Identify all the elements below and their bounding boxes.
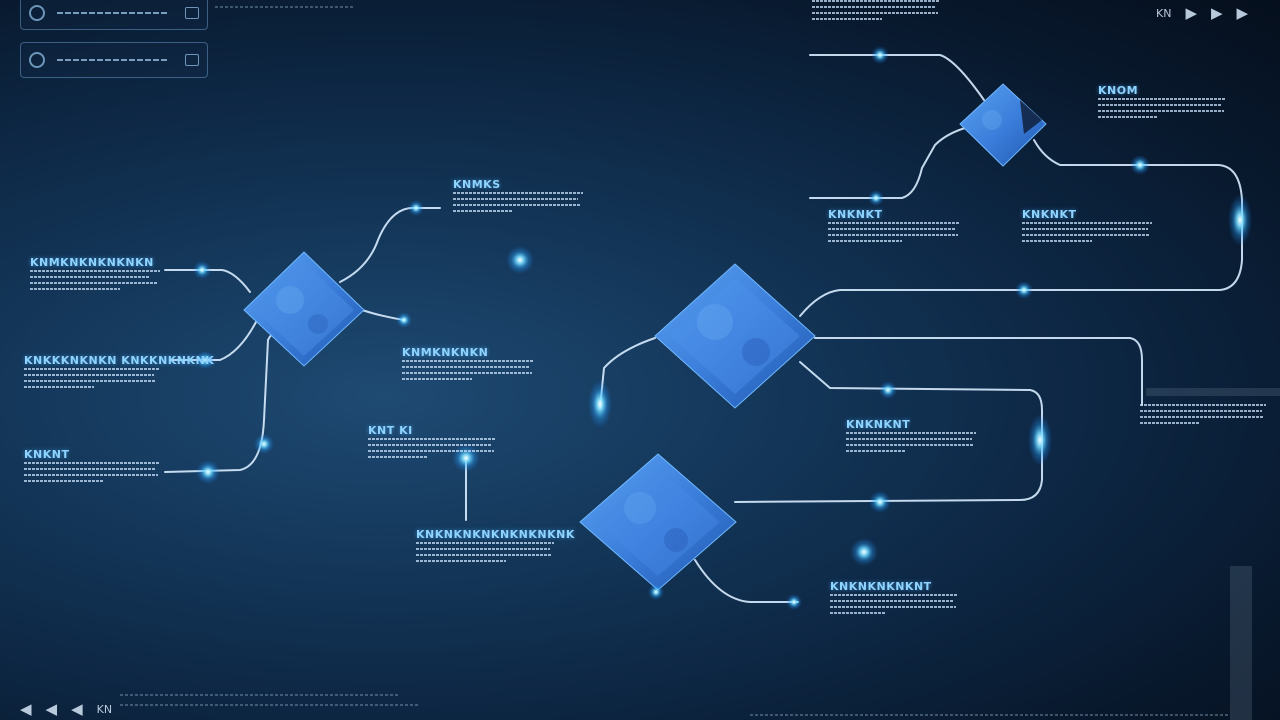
play-icon[interactable]: ▶: [1185, 4, 1197, 22]
connector: [169, 321, 257, 361]
label-text-lines: [368, 438, 496, 462]
glow-dot: [879, 381, 897, 399]
bottom-rule: [120, 704, 420, 706]
right-side-strip: [1146, 388, 1280, 396]
node-top-right: [959, 83, 1047, 167]
label-text-lines: [453, 192, 583, 216]
diamond-node: [654, 263, 816, 409]
glow-dot: [588, 380, 612, 428]
label-text-lines: [812, 0, 940, 24]
connector: [809, 54, 985, 101]
glow-dot: [196, 351, 214, 369]
rewind-icon[interactable]: ◀: [45, 700, 58, 718]
play-icon[interactable]: ▶: [1236, 4, 1249, 22]
label-text-lines: [1022, 222, 1152, 246]
glow-dot: [1228, 194, 1252, 246]
connector: [164, 269, 251, 293]
label-text-lines: [402, 360, 534, 384]
connector: [599, 337, 656, 409]
label-title: KNKNKT: [1022, 208, 1077, 221]
glow-dot: [871, 46, 889, 64]
label-title: KNMKNKNKN: [402, 346, 489, 359]
glow-dot: [648, 584, 664, 600]
glow-dot: [868, 190, 884, 206]
label-text-lines: [1098, 98, 1226, 122]
panel-bar: [57, 59, 167, 61]
ring-icon: [29, 5, 45, 21]
glow-dot: [193, 261, 211, 279]
label-text-lines: [24, 462, 159, 486]
label-text-lines: [830, 594, 958, 618]
play-icon[interactable]: ▶: [1211, 4, 1223, 22]
glow-dot: [1130, 155, 1150, 175]
bottom-left-controls: ◀ ◀ ◀ KN: [20, 700, 112, 718]
label-title: KNKNKNKNKNKNKNKNK: [416, 528, 575, 541]
label-title: KNKKKNKNKN KNKKNKNKNK: [24, 354, 215, 367]
right-side-bar: [1230, 566, 1252, 720]
glow-dot: [1028, 414, 1052, 466]
connector: [734, 361, 1043, 503]
label-title: KNMKS: [453, 178, 501, 191]
label-title: KNOM: [1098, 84, 1139, 97]
top-rule: [215, 6, 355, 8]
rewind-icon[interactable]: ◀: [20, 700, 32, 718]
label-text-lines: [846, 432, 976, 456]
top-right-controls: KN ▶ ▶ ▶: [1156, 4, 1248, 22]
panel-bar: [57, 12, 167, 14]
label-text-lines: [416, 542, 554, 566]
panel-end-icon: [185, 54, 199, 66]
label-text-lines: [24, 368, 159, 392]
node-center: [654, 263, 816, 409]
connector: [694, 559, 799, 603]
connector: [809, 127, 966, 199]
node-left: [243, 251, 365, 367]
label-title: KNKNT: [24, 448, 70, 461]
glow-dot: [1015, 281, 1033, 299]
label-title: KNKNKNT: [846, 418, 911, 431]
connector: [814, 337, 1143, 406]
glow-dot: [254, 434, 274, 454]
label-title: KNKNKT: [828, 208, 883, 221]
bottom-rule: [120, 694, 400, 696]
label-title: KNKNKNKNKNT: [830, 580, 932, 593]
node-bottom: [579, 453, 737, 591]
glow-dot: [869, 491, 891, 513]
label-text-lines: [828, 222, 960, 246]
connector: [339, 206, 441, 283]
glow-dot: [850, 538, 878, 566]
label-title: KNT KI: [368, 424, 413, 437]
rewind-icon[interactable]: ◀: [71, 700, 83, 718]
label-title: KNMKNKNKNKNKN: [30, 256, 154, 269]
label-text-lines: [1140, 404, 1266, 428]
panel-end-icon: [185, 7, 199, 19]
top-panel-box-2[interactable]: [20, 42, 208, 78]
glow-dot: [506, 246, 534, 274]
glow-dot: [396, 312, 412, 328]
ring-icon: [29, 52, 45, 68]
control-text: KN: [96, 703, 113, 716]
bottom-rule: [750, 714, 1230, 716]
glow-dot: [408, 200, 424, 216]
glow-dot: [196, 460, 220, 484]
label-text-lines: [30, 270, 160, 294]
glow-dot: [786, 594, 802, 610]
top-panel-box-1[interactable]: [20, 0, 208, 30]
control-text: KN: [1156, 7, 1172, 20]
